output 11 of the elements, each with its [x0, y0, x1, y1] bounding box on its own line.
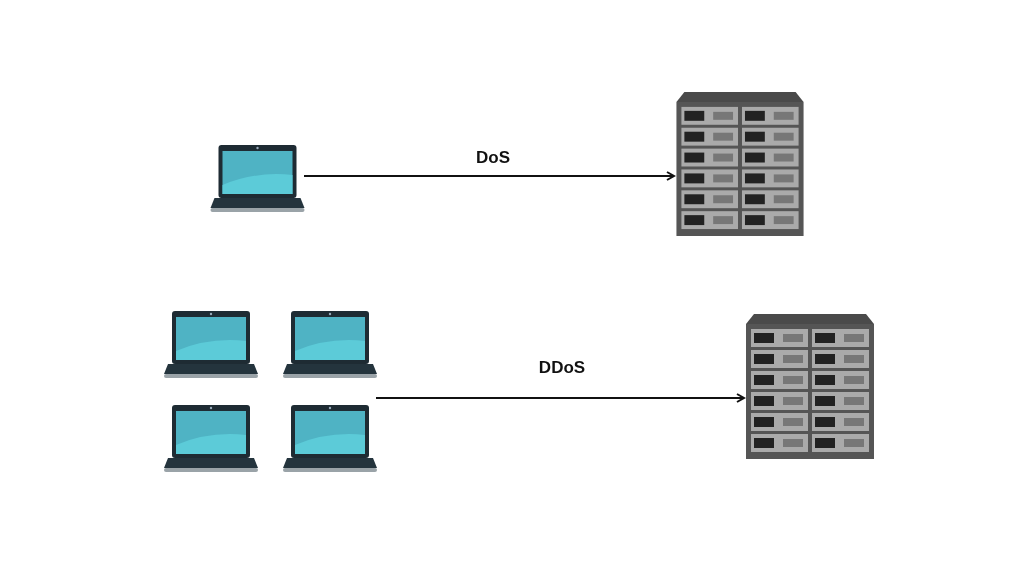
arrow — [375, 393, 745, 403]
edge-label: DDoS — [538, 358, 586, 378]
laptop-drawing — [210, 145, 305, 212]
server-rack-drawing — [746, 314, 874, 459]
server-rack-drawing — [676, 92, 804, 236]
edge-label: DoS — [476, 148, 510, 168]
laptop-drawing — [283, 311, 377, 378]
laptop-drawing — [164, 405, 258, 472]
laptop-drawing — [283, 405, 377, 472]
arrow — [303, 171, 675, 181]
laptop-drawing — [164, 311, 258, 378]
